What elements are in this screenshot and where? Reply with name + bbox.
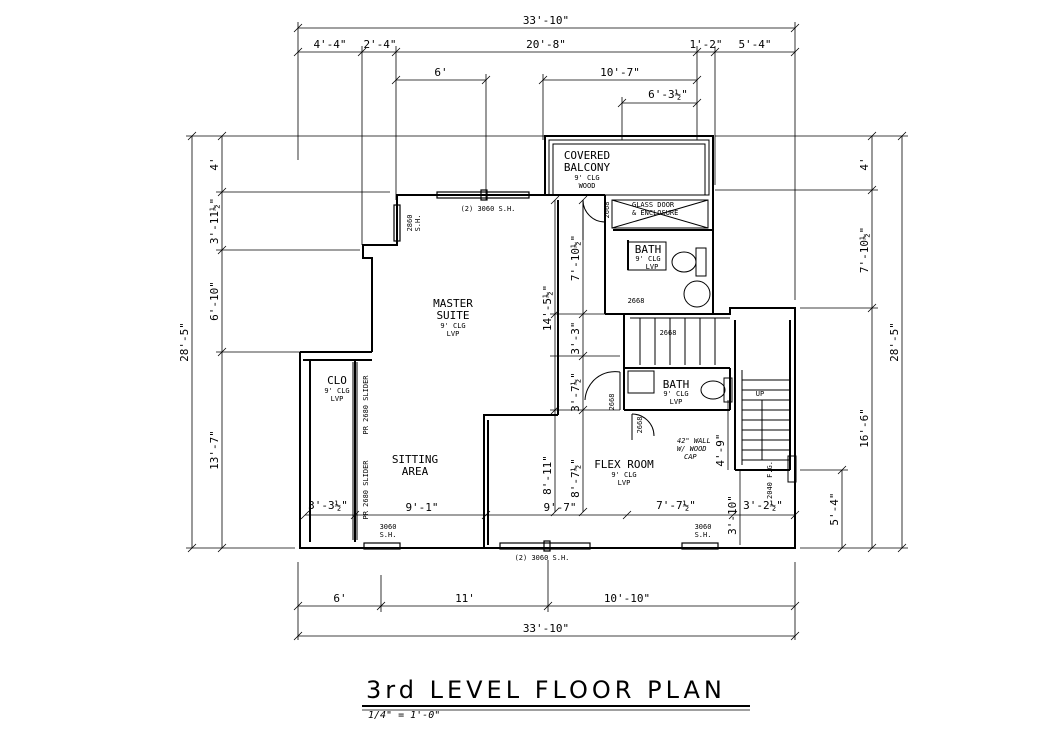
dim-bottom-11: 11' — [455, 592, 475, 605]
note-side-win: 2040 F.G. — [766, 461, 774, 499]
dim-bottom-10-10: 10'-10" — [604, 592, 650, 605]
dim-left-6-10: 6'-10" — [208, 281, 221, 321]
note-wall-3: CAP — [684, 453, 697, 461]
dim-right-7-10: 7'-10½" — [858, 227, 871, 273]
dim-overall-bottom: 33'-10" — [523, 622, 569, 635]
dim-in-4-9: 4'-9" — [714, 433, 727, 466]
note-glass-door-1: GLASS DOOR — [632, 201, 675, 209]
note-stair-up: UP — [756, 390, 764, 398]
room-master-ceiling: 9' CLG — [440, 322, 465, 330]
room-clo-finish: LVP — [331, 395, 344, 403]
room-balcony-ceiling: 9' CLG — [574, 174, 599, 182]
dim-top-d: 1'-2" — [689, 38, 722, 51]
note-door-a: 2668 — [603, 202, 611, 219]
room-clo-name: CLO — [327, 374, 347, 387]
dim-overall-top: 33'-10" — [523, 14, 569, 27]
dim-top-10-7: 10'-7" — [600, 66, 640, 79]
dim-in-8-11: 8'-11" — [541, 455, 554, 495]
room-bath1-name: BATH — [635, 243, 662, 256]
dim-top-c: 20'-8" — [526, 38, 566, 51]
note-win-right-1: 3060 — [695, 523, 712, 531]
room-bath2-finish: LVP — [670, 398, 683, 406]
room-master-line1: MASTER — [433, 297, 473, 310]
note-win-side-2: S.H. — [414, 215, 422, 232]
scale-label: 1/4" = 1'-0" — [368, 710, 440, 721]
dim-right-4: 4' — [858, 157, 871, 170]
dim-row-9-1: 9'-1" — [405, 501, 438, 514]
dim-row-3-2: 3'-2½" — [743, 499, 783, 512]
room-balcony-line1: COVERED — [564, 149, 610, 162]
note-wall-2: W/ WOOD — [677, 445, 707, 453]
note-slider-1: PR 2680 SLIDER — [362, 375, 370, 435]
dim-top-e: 5'-4" — [738, 38, 771, 51]
room-flex-name: FLEX ROOM — [594, 458, 654, 471]
note-door-d: 2668 — [636, 417, 644, 434]
room-sitting-line2: AREA — [402, 465, 429, 478]
room-master-line2: SUITE — [436, 309, 469, 322]
dim-row-3-3: 3'-3½" — [308, 499, 348, 512]
dim-left-3-11: 3'-11½" — [208, 198, 221, 244]
note-glass-door-2: & ENCLOSURE — [632, 209, 678, 217]
note-win-left-2: S.H. — [380, 531, 397, 539]
room-clo-ceiling: 9' CLG — [324, 387, 349, 395]
fixtures — [352, 139, 797, 540]
dim-right-5-4: 5'-4" — [828, 492, 841, 525]
note-door-c: 2668 — [608, 394, 616, 411]
dim-in-8-7: 8'-7½" — [569, 458, 582, 498]
dim-in-3-10: 3'-10" — [726, 495, 739, 535]
room-bath2-name: BATH — [663, 378, 690, 391]
dim-top-6-3: 6'-3½" — [648, 88, 688, 101]
dimension-lines — [186, 22, 908, 641]
room-balcony-line2: BALCONY — [564, 161, 611, 174]
room-bath1-finish: LVP — [646, 263, 659, 271]
dim-left-4: 4' — [208, 157, 221, 170]
dim-in-14-5: 14'-5½" — [541, 285, 554, 331]
note-win-bottom: (2) 3060 S.H. — [515, 554, 570, 562]
dim-in-3-3: 3'-3" — [569, 321, 582, 354]
page-title: 3rd LEVEL FLOOR PLAN — [366, 676, 726, 704]
windows — [363, 189, 719, 552]
room-flex-ceiling: 9' CLG — [611, 471, 636, 479]
dim-right-16-6: 16'-6" — [858, 408, 871, 448]
dim-left-overall: 28'-5" — [178, 322, 191, 362]
dim-top-b: 2'-4" — [363, 38, 396, 51]
room-master-finish: LVP — [447, 330, 460, 338]
walls — [299, 135, 796, 549]
dim-in-3-7: 3'-7½" — [569, 372, 582, 412]
dim-row-7-7: 7'-7½" — [656, 499, 696, 512]
note-door-e: 2668 — [660, 329, 677, 337]
dim-top-six: 6' — [434, 66, 447, 79]
note-win-right-2: S.H. — [695, 531, 712, 539]
note-door-b: 2668 — [628, 297, 645, 305]
room-bath1-ceiling: 9' CLG — [635, 255, 660, 263]
note-wall-1: 42" WALL — [677, 437, 711, 445]
dim-right-overall: 28'-5" — [888, 322, 901, 362]
room-sitting-line1: SITTING — [392, 453, 438, 466]
dim-row-9-7: 9'-7" — [543, 501, 576, 514]
dim-bottom-6: 6' — [333, 592, 346, 605]
note-win-left-1: 3060 — [380, 523, 397, 531]
room-bath2-ceiling: 9' CLG — [663, 390, 688, 398]
room-flex-finish: LVP — [618, 479, 631, 487]
dim-left-13-7: 13'-7" — [208, 430, 221, 470]
dim-in-7-10: 7'-10½" — [569, 235, 582, 281]
note-win-side-1: 2860 — [406, 215, 414, 232]
dim-top-a: 4'-4" — [313, 38, 346, 51]
note-win-top: (2) 3060 S.H. — [461, 205, 516, 213]
room-balcony-finish: WOOD — [579, 182, 596, 190]
note-slider-2: PR 2680 SLIDER — [362, 460, 370, 520]
